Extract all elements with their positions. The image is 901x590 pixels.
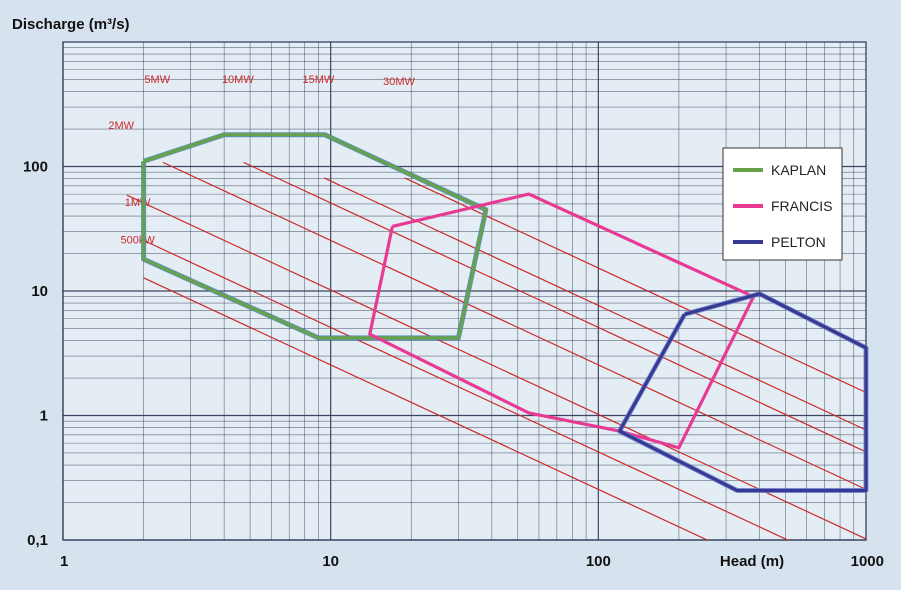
series-line (368, 192, 756, 450)
series-layer (141, 132, 869, 493)
x-tick-label: 100 (586, 553, 611, 570)
power-line-label: 1MW (125, 197, 151, 209)
y-tick-label: 10 (31, 283, 48, 300)
series-line (142, 133, 488, 340)
power-line-label: 30MW (383, 76, 415, 88)
x-tick-label: 1000 (851, 553, 884, 570)
legend-label: FRANCIS (771, 198, 832, 214)
power-line-label: 15MW (303, 74, 335, 86)
power-line (162, 161, 866, 490)
legend-items: KAPLAN FRANCIS PELTON (733, 162, 832, 250)
x-axis-title: Head (m) (720, 553, 784, 570)
x-tick-label: 1 (60, 553, 68, 570)
legend-label: PELTON (771, 234, 826, 250)
power-line-label: 500kW (120, 235, 155, 247)
power-line (243, 161, 866, 453)
series-francis (368, 192, 756, 450)
legend: KAPLAN FRANCIS PELTON (722, 147, 843, 261)
power-line (126, 194, 866, 540)
y-axis-title: Discharge (m³/s) (12, 16, 130, 33)
legend-label: KAPLAN (771, 162, 826, 178)
power-line-label: 10MW (222, 74, 254, 86)
power-lines: 500kW 1MW 2MW 5MW 10MW 15MW 30MW (108, 74, 866, 540)
power-line (143, 277, 709, 540)
x-tick-label: 10 (322, 553, 339, 570)
y-tick-label: 0,1 (27, 532, 48, 549)
power-line (143, 239, 790, 540)
y-tick-label: 100 (23, 159, 48, 176)
power-line-label: 5MW (144, 74, 170, 86)
series-pelton (617, 291, 869, 493)
y-tick-label: 1 (40, 408, 48, 425)
tick-labels: 1 10 100 1000 0,1 1 10 100 (23, 159, 884, 571)
series-line (617, 292, 868, 493)
power-lines-clipped (126, 161, 866, 540)
power-line (404, 177, 866, 394)
series-kaplan (141, 132, 489, 341)
power-line-label: 2MW (108, 120, 134, 132)
